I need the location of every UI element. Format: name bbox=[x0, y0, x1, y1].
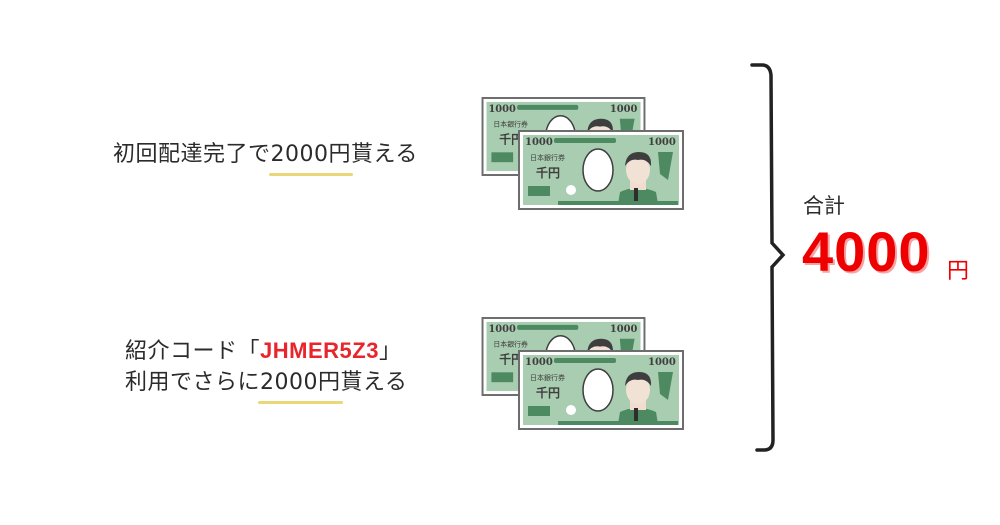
curly-brace-icon bbox=[750, 63, 786, 452]
reward-2-line2-prefix: 利用でさらに bbox=[125, 370, 261, 395]
reward-2-amount: 2000円 bbox=[258, 368, 343, 404]
reward-2-text-line2: 利用でさらに2000円貰える bbox=[125, 368, 408, 404]
yen-1000-banknote-icon bbox=[518, 350, 684, 430]
total-unit: 円 bbox=[947, 259, 970, 284]
reward-2-text-line1: 紹介コード「JHMER5Z3」 bbox=[125, 336, 401, 367]
total-label: 合計 bbox=[803, 194, 845, 218]
referral-code: JHMER5Z3 bbox=[260, 338, 379, 363]
reward-1-amount: 2000円 bbox=[268, 140, 353, 176]
reward-1-text: 初回配達完了で2000円貰える bbox=[113, 140, 418, 176]
reward-1-suffix: 貰える bbox=[351, 142, 418, 167]
reward-2-bracket-close: 」 bbox=[378, 339, 402, 364]
reward-2-prefix: 紹介コード「 bbox=[125, 339, 261, 364]
reward-2-line2-suffix: 貰える bbox=[340, 370, 408, 395]
yen-1000-banknote-icon bbox=[518, 130, 684, 210]
reward-1-prefix: 初回配達完了で bbox=[113, 142, 271, 167]
total-value: 4000 bbox=[802, 220, 931, 283]
